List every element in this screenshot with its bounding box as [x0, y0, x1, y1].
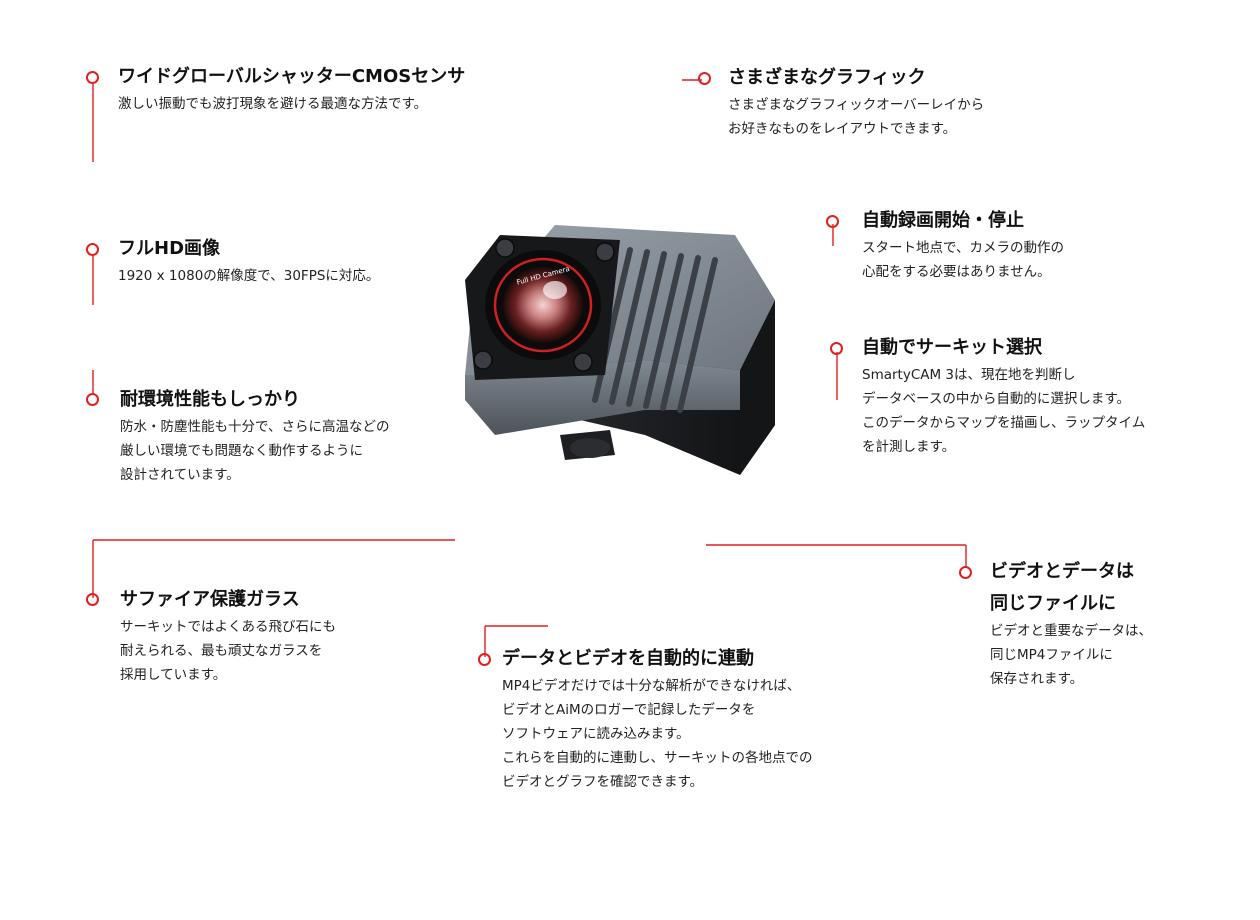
- feature-cmos: ワイドグローバルシャッターCMOSセンサ 激しい振動でも波打現象を避ける最適な方…: [118, 64, 465, 116]
- camera-product-image: Full HD Camera: [465, 225, 775, 475]
- feature-title: 自動でサーキット選択: [862, 337, 1042, 358]
- desc-line: 激しい振動でも波打現象を避ける最適な方法です。: [118, 96, 428, 112]
- feature-desc: スタート地点で、カメラの動作の 心配をする必要はありません。: [862, 236, 1064, 284]
- feature-title: サファイア保護ガラス: [120, 589, 300, 610]
- feature-desc: SmartyCAM 3は、現在地を判断し データベースの中から自動的に選択します…: [862, 363, 1145, 459]
- feature-title: フルHD画像: [118, 238, 221, 259]
- feature-title: ビデオとデータは: [990, 561, 1134, 582]
- desc-line: ビデオとグラフを確認できます。: [502, 774, 704, 790]
- desc-line: さまざまなグラフィックオーバーレイから: [728, 97, 985, 113]
- desc-line: 心配をする必要はありません。: [862, 264, 1051, 280]
- desc-line: 1920 x 1080の解像度で、30FPSに対応。: [118, 268, 380, 284]
- feature-desc: サーキットではよくある飛び石にも 耐えられる、最も頑丈なガラスを 採用しています…: [120, 615, 336, 687]
- desc-line: MP4ビデオだけでは十分な解析ができなければ、: [502, 678, 801, 694]
- feature-desc: ビデオと重要なデータは、 同じMP4ファイルに 保存されます。: [990, 619, 1152, 691]
- desc-line: 防水・防塵性能も十分で、さらに高温などの: [120, 419, 390, 435]
- desc-line: 耐えられる、最も頑丈なガラスを: [120, 643, 323, 659]
- feature-samefile: ビデオとデータは 同じファイルに ビデオと重要なデータは、 同じMP4ファイルに…: [990, 559, 1152, 691]
- marker-dot-cmos: [86, 71, 99, 84]
- feature-graphics: さまざまなグラフィック さまざまなグラフィックオーバーレイから お好きなものをレ…: [728, 65, 984, 141]
- feature-title: ワイドグローバルシャッターCMOSセンサ: [118, 66, 466, 87]
- desc-line: サーキットではよくある飛び石にも: [120, 619, 336, 635]
- feature-sapphire: サファイア保護ガラス サーキットではよくある飛び石にも 耐えられる、最も頑丈なガ…: [120, 587, 336, 687]
- feature-title: 自動録画開始・停止: [862, 210, 1024, 231]
- desc-line: ソフトウェアに読み込みます。: [502, 726, 690, 742]
- desc-line: 同じMP4ファイルに: [990, 647, 1113, 663]
- feature-title: データとビデオを自動的に連動: [502, 648, 754, 669]
- feature-fullhd: フルHD画像 1920 x 1080の解像度で、30FPSに対応。: [118, 236, 379, 288]
- desc-line: 厳しい環境でも問題なく動作するように: [120, 443, 363, 459]
- feature-title: さまざまなグラフィック: [728, 67, 926, 88]
- feature-desc: 防水・防塵性能も十分で、さらに高温などの 厳しい環境でも問題なく動作するように …: [120, 415, 389, 487]
- desc-line: ビデオと重要なデータは、: [990, 623, 1152, 639]
- feature-title-line2: 同じファイルに: [990, 593, 1116, 614]
- desc-line: これらを自動的に連動し、サーキットの各地点での: [502, 750, 813, 766]
- desc-line: を計測します。: [862, 439, 956, 455]
- feature-sync: データとビデオを自動的に連動 MP4ビデオだけでは十分な解析ができなければ、 ビ…: [502, 646, 813, 794]
- feature-circuit: 自動でサーキット選択 SmartyCAM 3は、現在地を判断し データベースの中…: [862, 335, 1145, 459]
- marker-dot-fullhd: [86, 243, 99, 256]
- desc-line: スタート地点で、カメラの動作の: [862, 240, 1064, 256]
- feature-desc: MP4ビデオだけでは十分な解析ができなければ、 ビデオとAiMのロガーで記録した…: [502, 674, 813, 794]
- desc-line: データベースの中から自動的に選択します。: [862, 391, 1130, 407]
- marker-dot-graphics: [698, 72, 711, 85]
- feature-durable: 耐環境性能もしっかり 防水・防塵性能も十分で、さらに高温などの 厳しい環境でも問…: [120, 387, 389, 487]
- desc-line: このデータからマップを描画し、ラップタイム: [862, 415, 1146, 431]
- desc-line: 保存されます。: [990, 671, 1084, 687]
- desc-line: 採用しています。: [120, 667, 227, 683]
- feature-desc: さまざまなグラフィックオーバーレイから お好きなものをレイアウトできます。: [728, 93, 984, 141]
- feature-desc: 1920 x 1080の解像度で、30FPSに対応。: [118, 264, 379, 288]
- feature-desc: 激しい振動でも波打現象を避ける最適な方法です。: [118, 92, 465, 116]
- desc-line: ビデオとAiMのロガーで記録したデータを: [502, 702, 756, 718]
- desc-line: 設計されています。: [120, 467, 240, 483]
- desc-line: SmartyCAM 3は、現在地を判断し: [862, 367, 1076, 383]
- desc-line: お好きなものをレイアウトできます。: [728, 121, 957, 137]
- feature-autorec: 自動録画開始・停止 スタート地点で、カメラの動作の 心配をする必要はありません。: [862, 208, 1064, 284]
- feature-title: 耐環境性能もしっかり: [120, 389, 300, 410]
